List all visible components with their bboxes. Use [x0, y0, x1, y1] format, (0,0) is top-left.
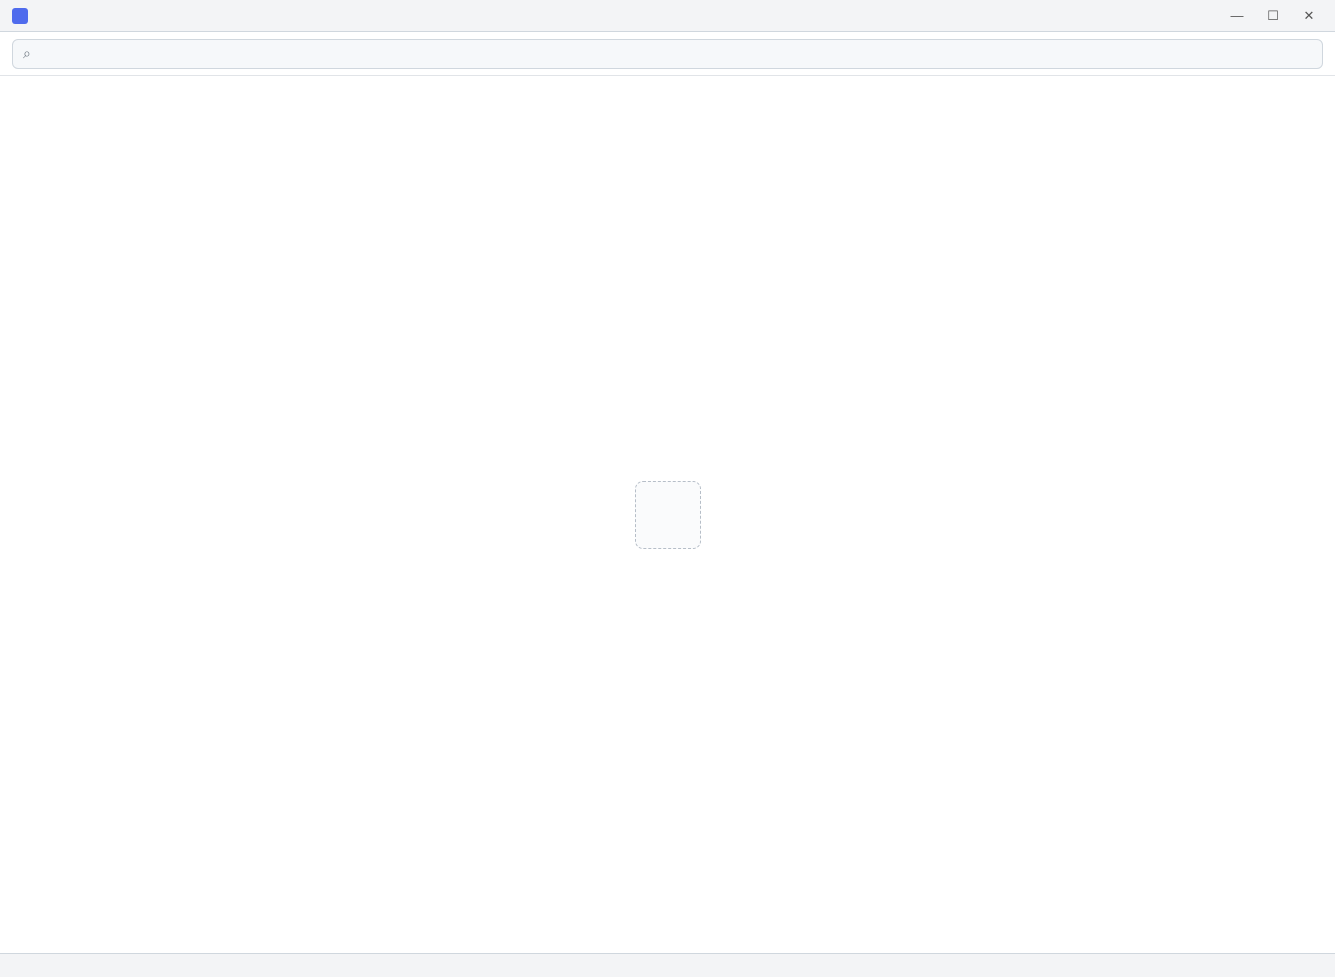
main-content [0, 76, 1335, 953]
status-bar [0, 953, 1335, 977]
maximize-icon[interactable]: ☐ [1267, 7, 1279, 23]
title-bar[interactable]: — ☐ ✕ [0, 0, 1335, 32]
minimize-icon[interactable]: — [1230, 8, 1244, 23]
placeholder-panel [634, 480, 701, 549]
close-icon[interactable]: ✕ [1303, 7, 1315, 23]
search-input[interactable] [36, 46, 1312, 61]
search-icon: ⌕ [23, 45, 31, 61]
app-icon [12, 7, 28, 24]
toolbar: ⌕ [0, 32, 1335, 76]
search-box[interactable]: ⌕ [12, 38, 1323, 69]
